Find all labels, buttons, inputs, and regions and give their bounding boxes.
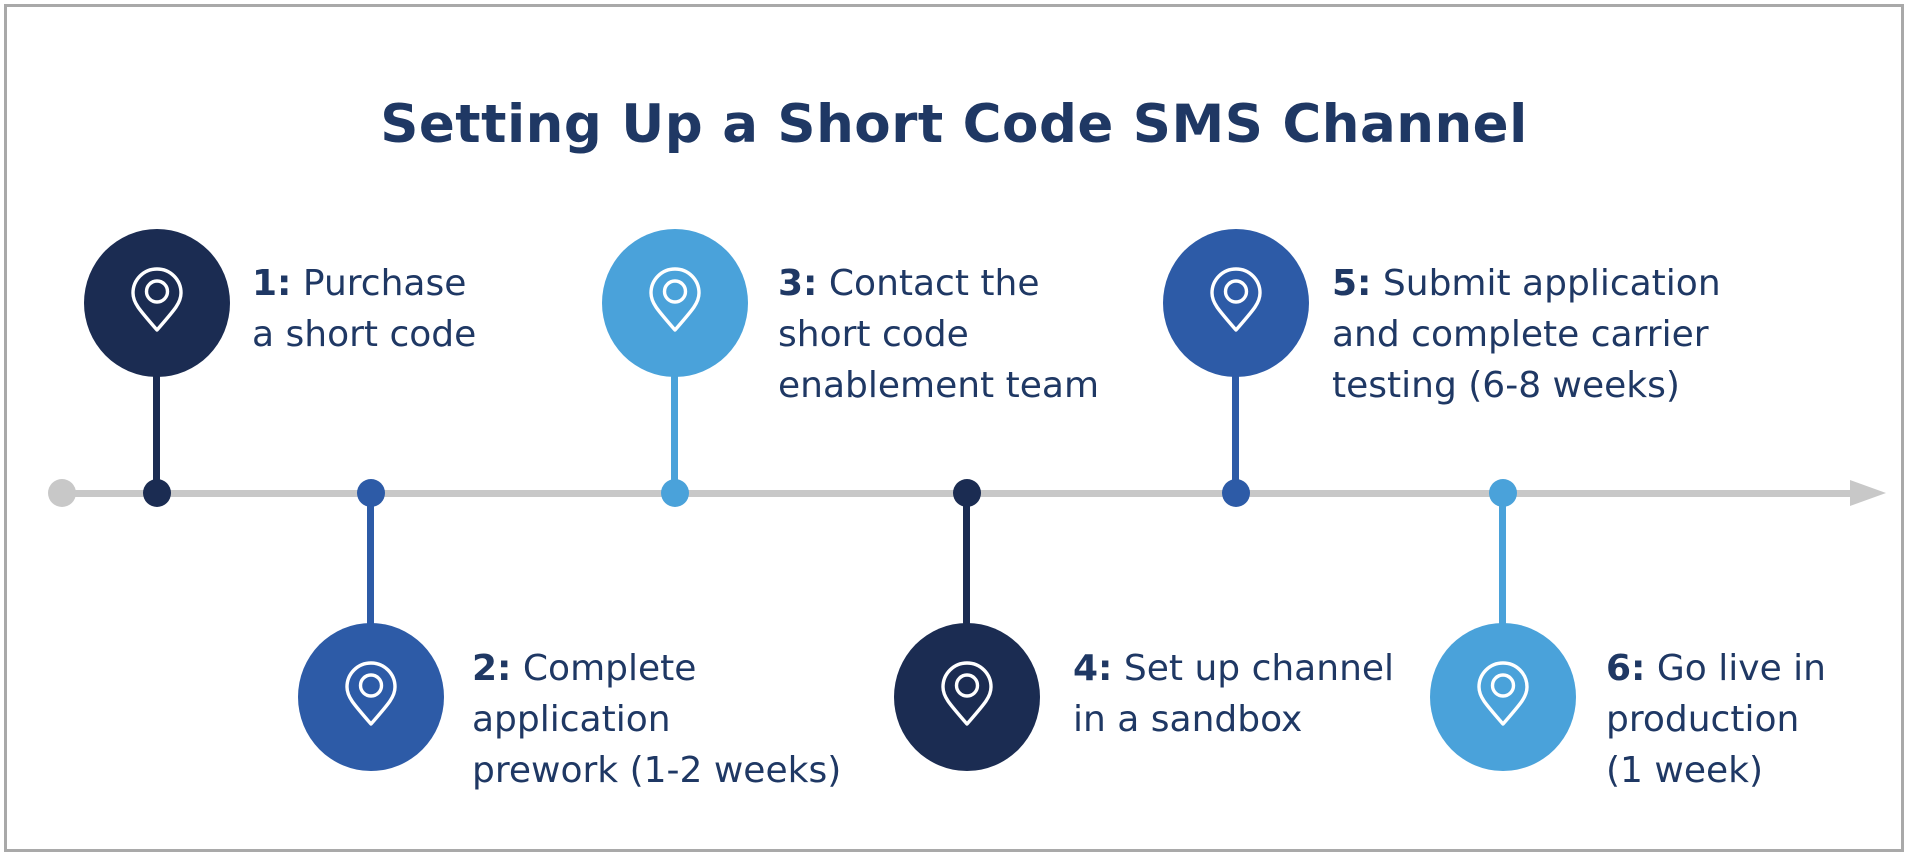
step-line: a short code [252, 314, 477, 355]
step-line: testing (6-8 weeks) [1332, 365, 1680, 406]
step-connector [1499, 494, 1506, 626]
step-text: 2: Complete application prework (1-2 wee… [472, 643, 841, 796]
step-number: 2: [472, 648, 512, 689]
timeline-marker-dot [1489, 479, 1517, 507]
timeline-marker-dot [953, 479, 981, 507]
step-line: 2: Complete [472, 648, 697, 689]
step-line: short code [778, 314, 969, 355]
step-connector [367, 494, 374, 626]
map-pin-icon [345, 661, 397, 726]
map-pin-icon [649, 267, 701, 332]
step-badge [1163, 229, 1309, 377]
step-badge [602, 229, 748, 377]
step-line: production [1606, 699, 1800, 740]
step-number: 1: [252, 263, 292, 304]
timeline-marker-dot [357, 479, 385, 507]
step-text: 4: Set up channel in a sandbox [1073, 643, 1394, 745]
step-line: (1 week) [1606, 750, 1764, 791]
step-number: 6: [1606, 648, 1646, 689]
timeline-marker-dot [661, 479, 689, 507]
step-badge [1430, 623, 1576, 771]
map-pin-icon [941, 661, 993, 726]
step-connector [671, 374, 678, 496]
step-number: 5: [1332, 263, 1372, 304]
step-line: 4: Set up channel [1073, 648, 1395, 689]
step-number: 3: [778, 263, 818, 304]
step-text: 1: Purchase a short code [252, 258, 476, 360]
step-connector [963, 494, 970, 626]
page-title: Setting Up a Short Code SMS Channel [380, 93, 1528, 155]
step-line: 5: Submit application [1332, 263, 1721, 304]
step-line: in a sandbox [1073, 699, 1303, 740]
step-line: and complete carrier [1332, 314, 1709, 355]
step-line: 1: Purchase [252, 263, 467, 304]
timeline-marker-dot [1222, 479, 1250, 507]
step-badge [298, 623, 444, 771]
step-text: 3: Contact the short code enablement tea… [778, 258, 1099, 411]
map-pin-icon [1210, 267, 1262, 332]
step-connector [153, 374, 160, 496]
step-line: prework (1-2 weeks) [472, 750, 842, 791]
step-badge [84, 229, 230, 377]
step-text: 6: Go live in production (1 week) [1606, 643, 1826, 796]
step-line: 6: Go live in [1606, 648, 1826, 689]
map-pin-icon [131, 267, 183, 332]
step-text: 5: Submit application and complete carri… [1332, 258, 1721, 411]
step-line: enablement team [778, 365, 1100, 406]
step-number: 4: [1073, 648, 1113, 689]
step-badge [894, 623, 1040, 771]
map-pin-icon [1477, 661, 1529, 726]
timeline-marker-dot [143, 479, 171, 507]
step-connector [1232, 374, 1239, 496]
timeline-arrowhead-icon [1850, 480, 1886, 506]
step-line: application [472, 699, 671, 740]
step-line: 3: Contact the [778, 263, 1040, 304]
